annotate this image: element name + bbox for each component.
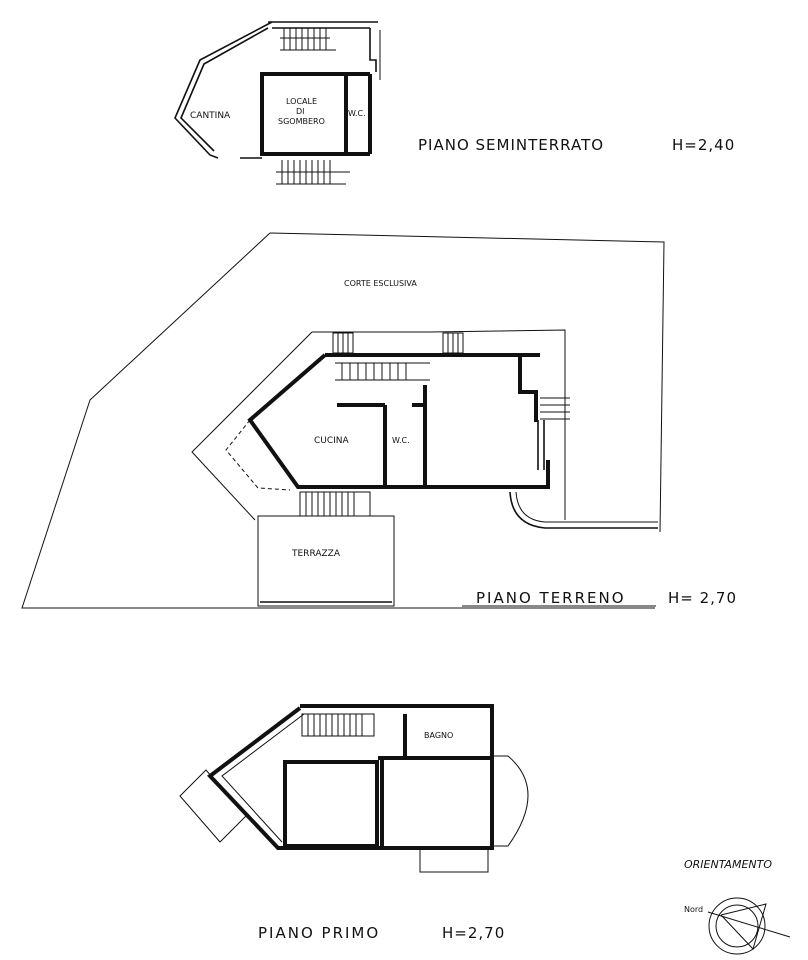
- area-label-corte-esclusiva: CORTE ESCLUSIVA: [344, 279, 417, 288]
- room-label-wc-basement: W.C.: [348, 109, 366, 118]
- floor-title-terreno: PIANO TERRENO: [476, 589, 626, 607]
- floor-height-primo: H=2,70: [442, 924, 505, 942]
- floor-title-primo: PIANO PRIMO: [258, 924, 380, 942]
- room-label-cucina: CUCINA: [314, 436, 350, 446]
- room-label-cantina: CANTINA: [190, 111, 231, 121]
- room-label-terrazza: TERRAZZA: [291, 549, 341, 559]
- room-label-bagno: BAGNO: [424, 731, 453, 740]
- room-label-locale-line2: DI: [296, 107, 305, 116]
- basement-plan: [174, 21, 381, 185]
- floor-height-terreno: H= 2,70: [668, 589, 737, 607]
- compass-rose-icon: [707, 897, 791, 955]
- floor-title-seminterrato: PIANO SEMINTERRATO: [418, 136, 604, 154]
- room-label-locale-line3: SGOMBERO: [278, 117, 325, 126]
- orientation-title: ORIENTAMENTO: [684, 858, 772, 871]
- room-label-wc-ground: W.C.: [392, 436, 410, 445]
- ground-floor-plan: [21, 232, 665, 609]
- first-floor-plan: [179, 704, 529, 873]
- room-label-locale-line1: LOCALE: [286, 97, 317, 106]
- floor-height-seminterrato: H=2,40: [672, 136, 735, 154]
- north-label: Nord: [684, 905, 703, 914]
